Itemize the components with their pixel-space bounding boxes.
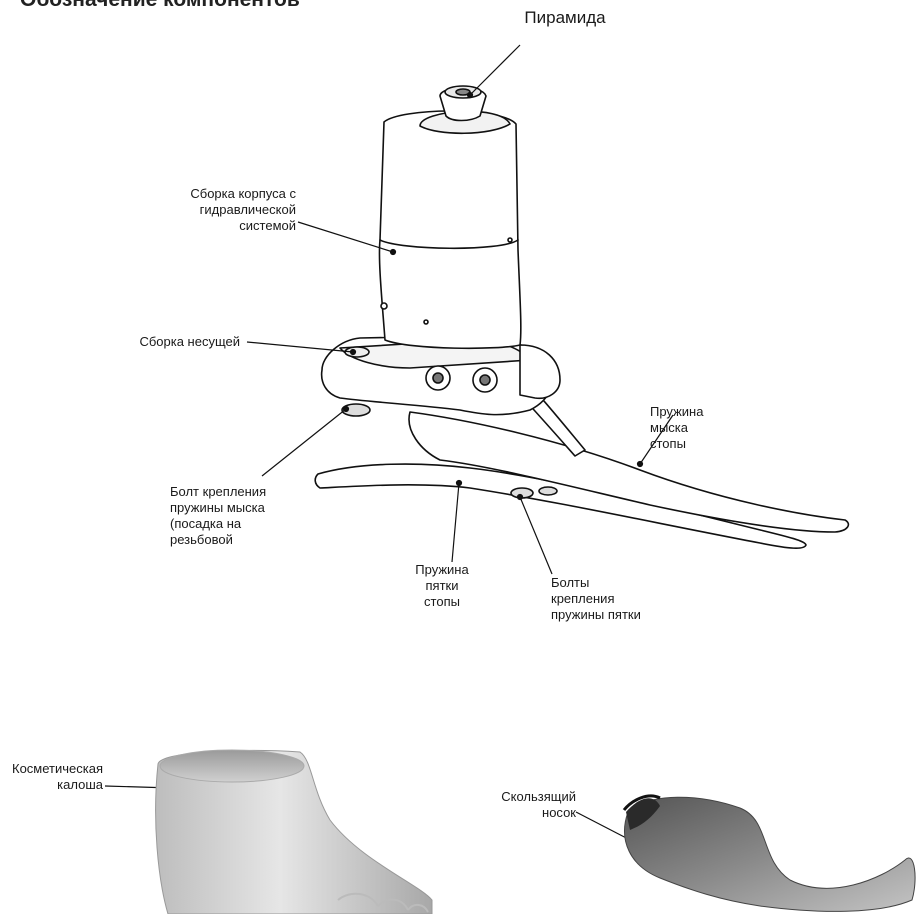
label-sliding-sock: Скользящий носок — [470, 789, 576, 821]
front-block — [520, 345, 560, 398]
label-heel-spring: Пружина пятки стопы — [404, 562, 480, 610]
label-housing: Сборка корпуса с гидравлической системой — [140, 186, 296, 234]
label-cosmetic-shell: Косметическая калоша — [0, 761, 103, 793]
label-pyramid: Пирамида — [510, 10, 620, 26]
foot-mechanism — [315, 86, 848, 548]
housing — [379, 111, 520, 348]
cosmetic-shell — [156, 750, 432, 914]
label-carrier: Сборка несущей — [100, 334, 240, 350]
label-toe-spring: Пружина мыска стопы — [650, 404, 750, 452]
sliding-sock — [624, 796, 915, 911]
label-toe-bolt: Болт крепления пружины мыска (посадка на… — [170, 484, 310, 548]
heel-bolt-right — [539, 487, 557, 495]
label-heel-bolts: Болты крепления пружины пятки — [551, 575, 691, 623]
